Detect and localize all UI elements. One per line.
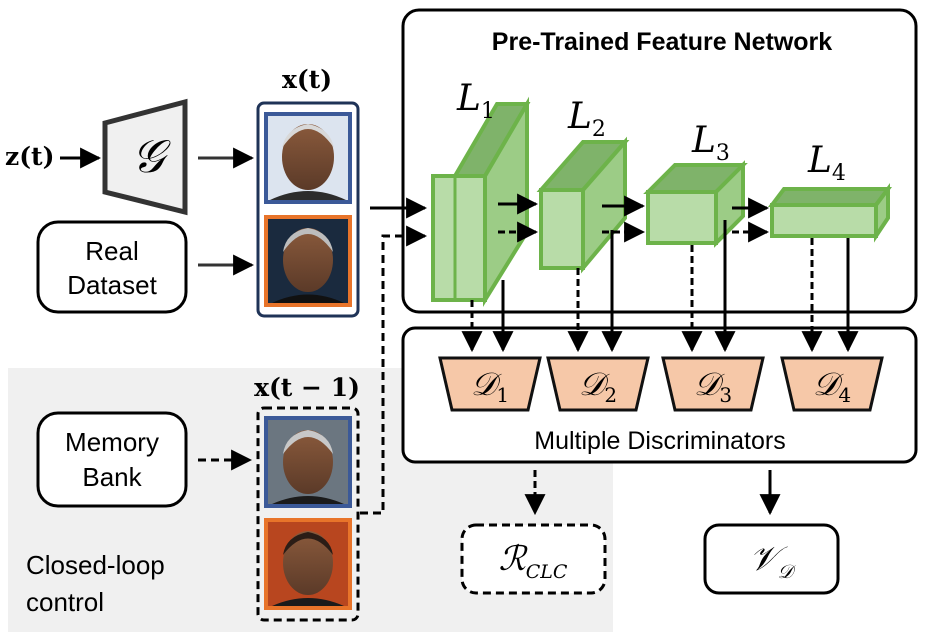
layer-3-block bbox=[643, 160, 748, 248]
generator: 𝒢 bbox=[102, 98, 188, 216]
v-d-output: 𝒱𝒟 bbox=[703, 523, 840, 595]
previous-images-label: x(t − 1) bbox=[254, 373, 360, 402]
closed-loop-line2: control bbox=[26, 587, 104, 617]
closed-loop-line1: Closed-loop bbox=[26, 550, 165, 580]
feature-network-box bbox=[401, 8, 918, 314]
discriminator-1: 𝒟1 bbox=[438, 356, 542, 412]
z-label: z(t) bbox=[5, 142, 54, 171]
current-images-label: x(t) bbox=[282, 65, 332, 94]
layer-2-label: L2 bbox=[567, 96, 606, 142]
feature-network-title: Pre-Trained Feature Network bbox=[492, 28, 832, 56]
memory-to-network-arrow bbox=[360, 225, 428, 515]
discriminators-caption: Multiple Discriminators bbox=[534, 427, 785, 455]
memory-bank-line2: Bank bbox=[82, 462, 142, 492]
real-dataset-line1: Real bbox=[85, 236, 138, 266]
svg-text:𝒟1: 𝒟1 bbox=[471, 365, 509, 407]
discriminator-2: 𝒟2 bbox=[546, 356, 650, 412]
memory-bank-line1: Memory bbox=[65, 427, 159, 457]
memory-face-image-1 bbox=[264, 416, 352, 508]
real-face-image bbox=[264, 215, 352, 307]
real-dataset-line2: Dataset bbox=[67, 270, 157, 300]
svg-text:ℛCLC: ℛCLC bbox=[499, 539, 568, 583]
discriminator-3: 𝒟3 bbox=[661, 356, 765, 412]
r-clc-output: ℛCLC bbox=[460, 523, 607, 595]
discriminator-4: 𝒟4 bbox=[780, 356, 884, 412]
layer-1-label: L1 bbox=[456, 78, 495, 124]
memory-bank-box: Memory Bank bbox=[36, 411, 188, 508]
real-dataset-box: Real Dataset bbox=[36, 220, 188, 314]
layer-1-block bbox=[431, 96, 531, 308]
layer-3-label: L3 bbox=[691, 120, 730, 166]
layer-4-block bbox=[768, 183, 892, 243]
layer-4-label: L4 bbox=[807, 140, 846, 186]
previous-images-frame bbox=[256, 406, 360, 622]
memory-face-image-2 bbox=[264, 518, 352, 610]
generated-face-image bbox=[264, 112, 352, 204]
